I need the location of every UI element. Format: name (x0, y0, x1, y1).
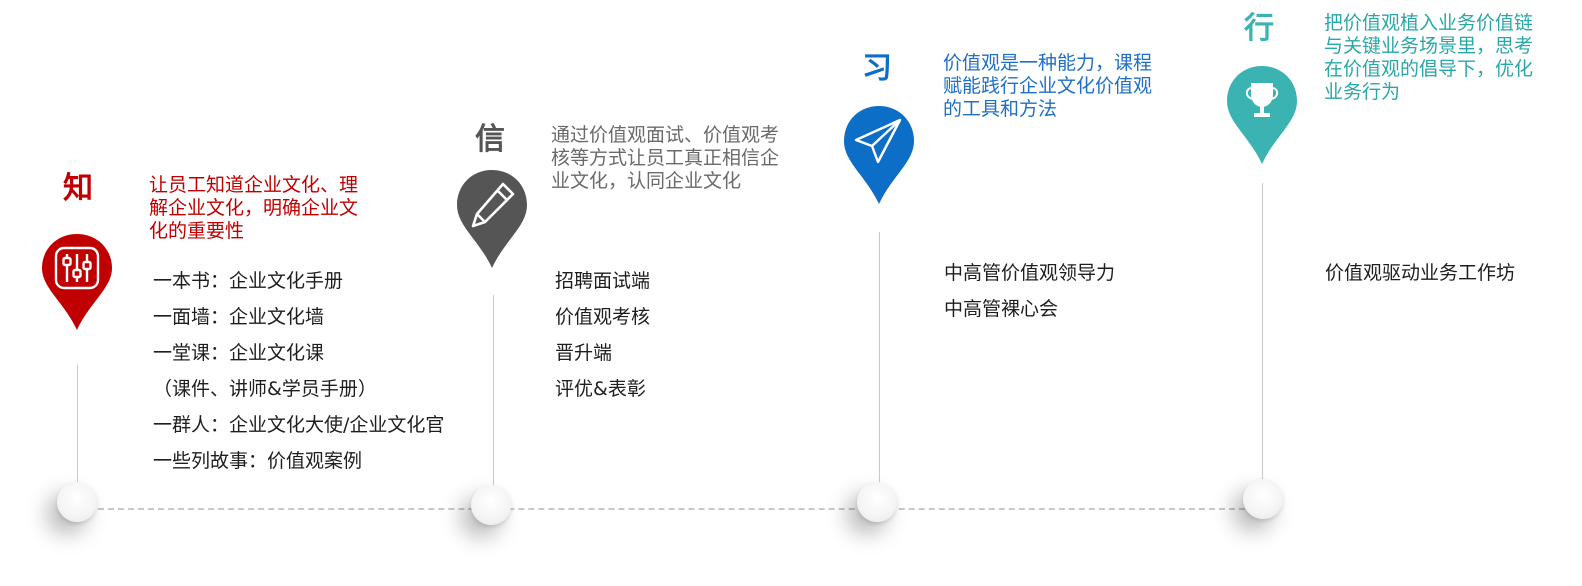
list-item: 评优&表彰 (555, 378, 646, 400)
list-item: 招聘面试端 (555, 270, 651, 292)
stage-character: 习 (862, 51, 892, 86)
stage-items: 中高管价值观领导力 中高管裸心会 (944, 255, 1115, 327)
list-item: 晋升端 (555, 342, 613, 364)
list-item: 价值观考核 (555, 306, 651, 328)
list-item: 一堂课：企业文化课 (153, 342, 325, 364)
stage-character: 知 (63, 171, 93, 206)
list-item: （课件、讲师&学员手册） (153, 378, 377, 400)
list-item: 价值观驱动业务工作坊 (1325, 262, 1516, 284)
list-item: 中高管价值观领导力 (944, 262, 1116, 284)
map-pin (457, 170, 527, 268)
stage-description: 把价值观植入业务价值链与关键业务场景里，思考在价值观的倡导下，优化业务行为 (1324, 12, 1534, 103)
timeline-node (57, 482, 97, 522)
list-item: 一面墙：企业文化墙 (153, 306, 325, 328)
timeline-node (471, 485, 511, 525)
equalizer-icon (54, 246, 100, 290)
timeline-baseline (78, 508, 1265, 510)
stage-items: 价值观驱动业务工作坊 (1325, 255, 1515, 291)
stage-description: 价值观是一种能力，课程赋能践行企业文化价值观的工具和方法 (943, 52, 1153, 120)
list-item: 一本书：企业文化手册 (153, 270, 344, 292)
stage-description: 让员工知道企业文化、理解企业文化，明确企业文化的重要性 (149, 174, 359, 242)
list-item: 中高管裸心会 (944, 298, 1059, 320)
stage-connector (77, 365, 78, 485)
list-item: 一些列故事：价值观案例 (153, 450, 363, 472)
map-pin (1227, 66, 1297, 164)
stage-description: 通过价值观面试、价值观考核等方式让员工真正相信企业文化，认同企业文化 (551, 124, 780, 192)
stage-items: 招聘面试端 价值观考核 晋升端 评优&表彰 (555, 263, 650, 407)
stage-items: 一本书：企业文化手册 一面墙：企业文化墙 一堂课：企业文化课 （课件、讲师&学员… (153, 263, 444, 479)
stage-connector (1262, 183, 1263, 480)
map-pin (42, 234, 112, 330)
stage-character: 信 (475, 122, 505, 157)
paper-plane-icon (854, 118, 902, 164)
timeline-node (857, 482, 897, 522)
trophy-icon (1245, 83, 1279, 117)
stage-connector (493, 295, 494, 485)
map-pin (844, 106, 914, 204)
pencil-icon (471, 182, 515, 228)
list-item: 一群人：企业文化大使/企业文化官 (153, 414, 445, 436)
stage-connector (879, 232, 880, 484)
stage-character: 行 (1244, 11, 1274, 46)
timeline-node (1243, 479, 1283, 519)
